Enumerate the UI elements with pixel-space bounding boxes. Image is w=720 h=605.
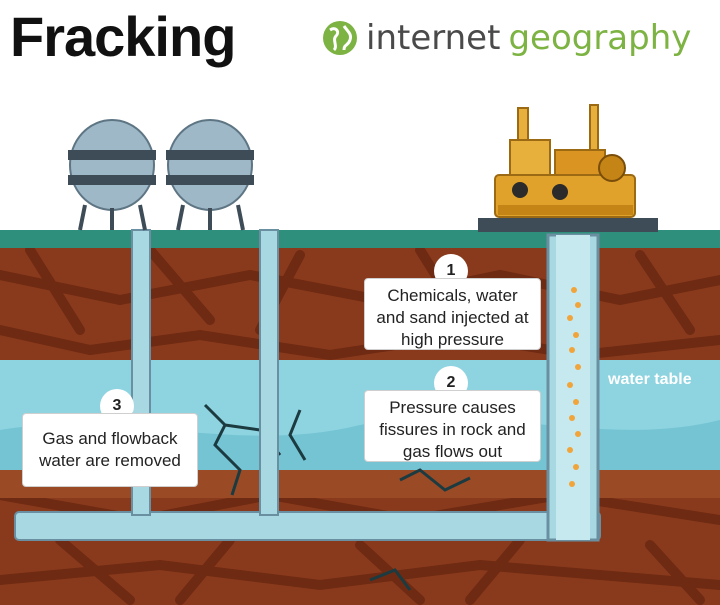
brand-logo: internet geography — [320, 18, 691, 58]
sand-particles — [567, 287, 581, 487]
pump-machinery — [494, 104, 636, 218]
drill-platform — [478, 218, 658, 232]
globe-icon — [323, 21, 357, 55]
horizontal-pipe — [14, 511, 601, 541]
topsoil-layer — [0, 230, 720, 248]
step-1-callout: Chemicals, water and sand injected at hi… — [364, 278, 541, 350]
vertical-pipe-middle — [259, 229, 279, 516]
page-title: Fracking — [10, 5, 236, 68]
storage-tank-right — [166, 119, 254, 231]
step-2-callout: Pressure causes fissures in rock and gas… — [364, 390, 541, 462]
brand-word-geography: geography — [508, 18, 692, 58]
step-3-callout: Gas and flowback water are removed — [22, 413, 198, 487]
water-table-label: water table — [608, 371, 692, 388]
storage-tank-left — [68, 119, 156, 231]
injection-well-inner — [556, 235, 590, 540]
brand-word-internet: internet — [366, 18, 501, 58]
